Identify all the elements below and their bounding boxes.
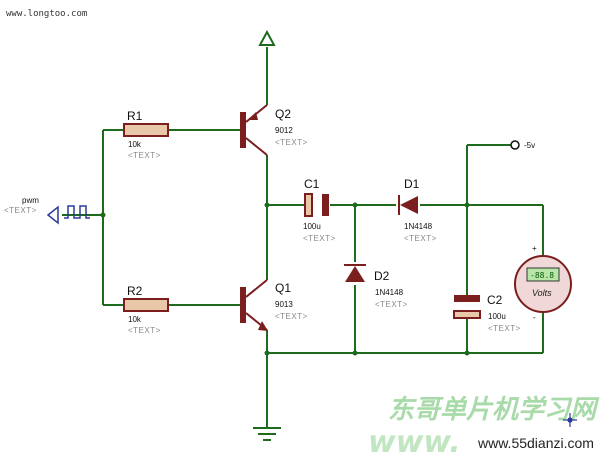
supply-label: -5v — [524, 141, 535, 150]
d2-placeholder: <TEXT> — [375, 300, 408, 309]
transistor-q1[interactable]: Q1 9013 <TEXT> — [240, 279, 308, 331]
ground-symbol — [253, 427, 281, 441]
voltmeter[interactable]: -88.8 Volts + - — [514, 244, 572, 322]
power-arrow-icon — [258, 29, 276, 46]
c2-value: 100u — [488, 312, 506, 321]
r2-placeholder: <TEXT> — [128, 326, 161, 335]
voltmeter-display: -88.8 — [530, 271, 554, 280]
terminal-icon — [510, 140, 520, 150]
wires — [62, 47, 544, 428]
q1-placeholder: <TEXT> — [275, 312, 308, 321]
q1-value: 9013 — [275, 300, 293, 309]
c2-ref: C2 — [487, 293, 503, 307]
diode-d1[interactable]: D1 1N4148 <TEXT> — [398, 177, 437, 243]
pwm-source[interactable]: pwm <TEXT> — [4, 196, 90, 225]
q2-value: 9012 — [275, 126, 293, 135]
q1-ref: Q1 — [275, 281, 291, 295]
d1-value: 1N4148 — [404, 222, 433, 231]
pwm-label: pwm — [22, 196, 39, 205]
c1-ref: C1 — [304, 177, 320, 191]
d1-ref: D1 — [404, 177, 420, 191]
diode-d2[interactable]: D2 1N4148 <TEXT> — [344, 264, 408, 309]
supply-terminal[interactable]: -5v — [510, 140, 535, 150]
resistor-r2[interactable]: R2 10k <TEXT> — [123, 284, 169, 335]
pulse-wave-icon — [64, 205, 90, 219]
watermark-url: www.55dianzi.com — [477, 435, 594, 451]
crosshair-icon — [563, 413, 577, 427]
voltmeter-plus: + — [532, 244, 537, 253]
capacitor-c1[interactable]: C1 100u <TEXT> — [303, 177, 336, 243]
r2-ref: R2 — [127, 284, 143, 298]
pwm-placeholder: <TEXT> — [4, 206, 37, 215]
r1-placeholder: <TEXT> — [128, 151, 161, 160]
transistor-q2[interactable]: Q2 9012 <TEXT> — [240, 104, 308, 156]
watermark: 东哥单片机学习网 www. www.55dianzi.com — [368, 395, 600, 459]
c2-placeholder: <TEXT> — [488, 324, 521, 333]
junction-dots — [100, 202, 470, 356]
r1-ref: R1 — [127, 109, 143, 123]
capacitor-c2[interactable]: C2 100u <TEXT> — [453, 293, 521, 333]
site-url: www.longtoo.com — [6, 9, 87, 19]
c1-value: 100u — [303, 222, 321, 231]
d1-placeholder: <TEXT> — [404, 234, 437, 243]
d2-value: 1N4148 — [375, 288, 404, 297]
voltmeter-minus: - — [533, 313, 536, 322]
resistor-r1[interactable]: R1 10k <TEXT> — [123, 109, 169, 160]
input-arrow-icon — [46, 205, 59, 225]
r2-value: 10k — [128, 315, 142, 324]
watermark-en: www. — [368, 425, 461, 459]
c1-placeholder: <TEXT> — [303, 234, 336, 243]
d2-ref: D2 — [374, 269, 390, 283]
voltmeter-label: Volts — [532, 288, 552, 298]
q2-ref: Q2 — [275, 107, 291, 121]
q2-placeholder: <TEXT> — [275, 138, 308, 147]
r1-value: 10k — [128, 140, 142, 149]
